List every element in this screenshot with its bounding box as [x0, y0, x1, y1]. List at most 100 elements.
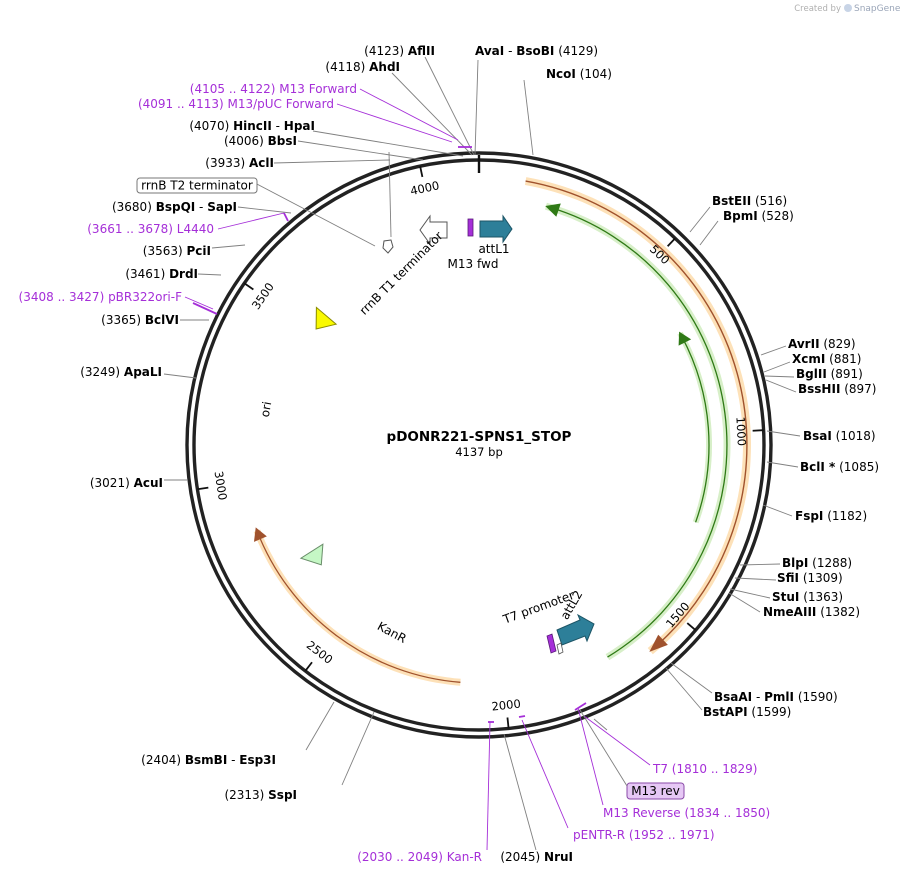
primer-name: M13 Forward — [279, 82, 357, 96]
leader-line — [699, 220, 719, 246]
site-hincii: (4070) HincII - HpaI — [189, 119, 315, 133]
primer-leader — [577, 707, 604, 806]
site-enzyme: BclVI — [145, 313, 179, 327]
site-avai: AvaI - BsoBI (4129) — [475, 44, 598, 58]
site-label: BsaI (1018) — [803, 429, 876, 443]
feature-label-m13rev: M13 rev — [626, 782, 685, 800]
leader-line — [297, 140, 424, 161]
site-enzyme: BsaAI — [714, 690, 752, 704]
site-position: (1018) — [832, 429, 876, 443]
watermark-text: Created by — [794, 4, 841, 14]
site-label: BstEII (516) — [712, 194, 787, 208]
primer-name: T7 — [652, 762, 668, 776]
site-bsai: BsaI (1018) — [803, 429, 876, 443]
primer-name: pBR322ori-F — [108, 290, 182, 304]
t7-small — [556, 642, 564, 655]
primer-range: (4091 .. 4113) — [138, 97, 228, 111]
primer-mark — [518, 715, 526, 718]
tick-mark — [419, 165, 424, 178]
site-sep: - — [227, 753, 239, 767]
site-sfii: SfiI (1309) — [777, 571, 843, 585]
label-text: M13 rev — [631, 784, 680, 798]
tick-mark — [686, 622, 697, 631]
site-bclvi: (3365) BclVI — [101, 313, 179, 327]
orange-arc-line — [525, 180, 748, 648]
green-arc2-arrowhead — [678, 331, 692, 346]
site-enzyme: BssHII — [798, 382, 840, 396]
leader-line — [689, 206, 711, 233]
tick-label: 2000 — [491, 697, 522, 714]
site-sep: - — [752, 690, 764, 704]
site-position: (3021) — [90, 476, 134, 490]
site-label: (3563) PciI — [143, 244, 211, 258]
attl1-arrow — [479, 214, 513, 244]
site-position: (881) — [825, 352, 861, 366]
site-label: (3249) ApaLI — [80, 365, 162, 379]
kanr-feature — [299, 543, 324, 566]
site-position: (1382) — [816, 605, 860, 619]
primer-label: (4105 .. 4122) M13 Forward — [190, 82, 357, 96]
label-text: rrnB T2 terminator — [141, 179, 253, 193]
site-sep: - — [504, 44, 516, 58]
site-label: (3680) BspQI - SapI — [112, 200, 237, 214]
site-pcii: (3563) PciI — [143, 244, 211, 258]
site-enzyme: HincII — [233, 119, 272, 133]
site-position: (891) — [827, 367, 863, 381]
site-position: (1182) — [823, 509, 867, 523]
primer-leader — [359, 88, 459, 141]
green-arc2-halo — [677, 331, 712, 524]
tick-mark — [243, 282, 254, 291]
leader-line — [760, 345, 787, 356]
site-label: (3021) AcuI — [90, 476, 163, 490]
primer-label: pENTR-R (1952 .. 1971) — [573, 828, 715, 842]
site-position: (3461) — [125, 267, 169, 281]
primer-name: pENTR-R — [573, 828, 625, 842]
leader-line — [728, 592, 761, 613]
site-enzyme: AhdI — [369, 60, 400, 74]
plasmid-length: 4137 bp — [455, 445, 503, 459]
site-enzyme: BstEII — [712, 194, 751, 208]
primer-name: L4440 — [177, 222, 214, 236]
primer-leader — [336, 103, 453, 143]
t2-small-arrow — [382, 239, 394, 254]
leader-line — [503, 733, 537, 851]
site-enzyme: BlpI — [782, 556, 808, 570]
tick-label: 1000 — [733, 416, 749, 446]
primer-range: (3661 .. 3678) — [87, 222, 177, 236]
plasmid-name: pDONR221-SPNS1_STOP — [387, 429, 572, 445]
leader-line — [762, 504, 793, 517]
site-bsaai: BsaAI - PmlI (1590) — [714, 690, 838, 704]
leader-line — [765, 379, 797, 393]
leader-line — [764, 375, 795, 378]
site-label: BssHII (897) — [798, 382, 877, 396]
site-position: (3365) — [101, 313, 145, 327]
site-label: (3933) AclI — [205, 156, 274, 170]
site-enzyme: NmeAIII — [763, 605, 816, 619]
leader-line — [424, 56, 475, 156]
site-position: (1085) — [835, 460, 879, 474]
feature-label-rrnb-t2: rrnB T2 terminator — [136, 177, 258, 194]
site-label: AvrII (829) — [788, 337, 856, 351]
site-label: BstAPI (1599) — [703, 705, 791, 719]
site-enzyme: SspI — [268, 788, 297, 802]
site-position: (104) — [576, 67, 612, 81]
site-label: (2045) NruI — [500, 850, 573, 864]
primer-mark — [283, 212, 289, 222]
primer-label: T7 (1810 .. 1829) — [652, 762, 757, 776]
orange-arc-arrowhead — [649, 634, 668, 652]
site-apali: (3249) ApaLI — [80, 365, 162, 379]
primer-range: (1834 .. 1850) — [681, 806, 771, 820]
site-avrii: AvrII (829) — [788, 337, 856, 351]
site-label: (3365) BclVI — [101, 313, 179, 327]
site-label: (4006) BbsI — [224, 134, 297, 148]
site-bstapi: BstAPI (1599) — [703, 705, 791, 719]
tick-label: 4000 — [409, 178, 441, 198]
site-position: (897) — [840, 382, 876, 396]
attl1-label: attL1 — [478, 242, 509, 256]
site-bsmbi: (2404) BsmBI - Esp3I — [141, 753, 276, 767]
site-enzyme: XcmI — [792, 352, 825, 366]
site-ahdi: (4118) AhdI — [325, 60, 400, 74]
site-enzyme-alt: Esp3I — [239, 753, 276, 767]
ori-label: ori — [258, 400, 274, 418]
